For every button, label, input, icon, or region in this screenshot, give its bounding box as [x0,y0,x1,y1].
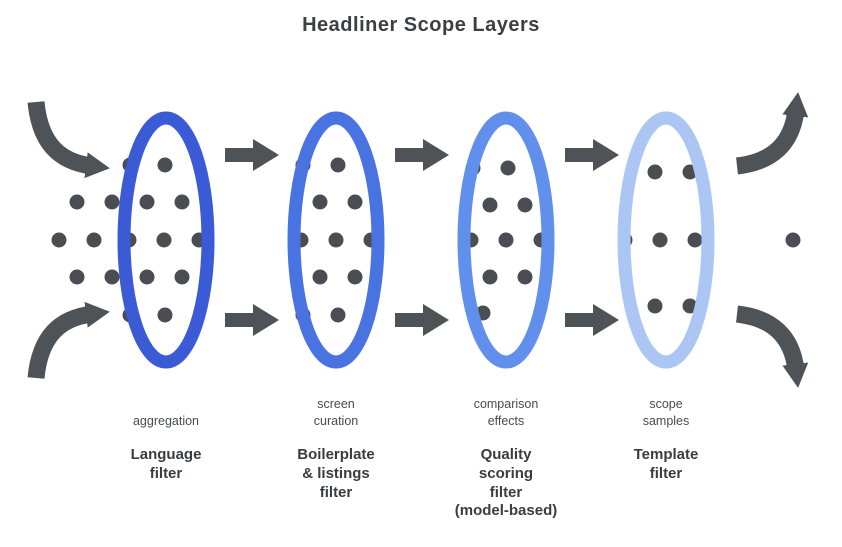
particle-dot [104,269,120,285]
flow-arrows-group [225,139,619,336]
particle-dot [157,157,173,173]
particle-dot [347,194,363,210]
particle-dot [312,269,328,285]
stage-4-caption: scope samples [642,397,690,429]
filter-ring-1 [117,111,215,369]
particle-dot [347,269,363,285]
stage-3-caption: comparison effects [473,397,539,429]
particle-dot [647,298,663,314]
flow-arrow-icon [395,304,449,336]
particle-dot [647,164,663,180]
particle-dot [482,197,498,213]
flow-arrow-icon [565,304,619,336]
filter-rings-group [117,111,715,369]
stage-4-labels: scope samples Template filter [561,396,771,484]
particle-dot [104,194,120,210]
flow-arrow-icon [395,139,449,171]
particle-dot [785,232,801,248]
flow-arrow-icon [225,139,279,171]
outflow-arrows-group [735,92,809,388]
particle-dot [330,157,346,173]
particle-dot [157,307,173,323]
particle-dot [652,232,668,248]
particles-layer [51,157,801,323]
stage-1-labels: aggregation Language filter [61,396,271,484]
stage-1-label: Language filter [130,446,202,482]
particle-dot [687,232,703,248]
particle-dot [69,269,85,285]
diagram-title: Headliner Scope Layers [302,14,540,36]
particle-dot [69,194,85,210]
stage-2-caption: screen curation [313,397,359,429]
stage-4-label: Template filter [633,446,699,482]
particle-dot [517,269,533,285]
flow-arrow-icon [225,304,279,336]
flow-arrow-icon [565,139,619,171]
particle-dot [139,194,155,210]
particle-dot [682,298,698,314]
filter-ring-3 [457,111,555,369]
outflow-top-arrow-icon [735,92,809,175]
particle-dot [328,232,344,248]
particle-dot [498,232,514,248]
stage-3-labels: comparison effects Quality scoring filte… [401,396,611,521]
filter-ring-2 [287,111,385,369]
stage-2-label: Boilerplate & listings filter [297,446,375,501]
filter-ring-4 [617,111,715,369]
particle-dot [174,194,190,210]
particle-dot [500,160,516,176]
particle-dot [174,269,190,285]
particle-dot [51,232,67,248]
stage-3-label: Quality scoring filter (model-based) [454,446,558,520]
outflow-bottom-arrow-icon [735,305,809,388]
particle-dot [312,194,328,210]
particle-dot [482,269,498,285]
particle-dot [139,269,155,285]
particle-dot [330,307,346,323]
inflow-bottom-arrow-icon [27,301,110,380]
particle-dot [517,197,533,213]
particle-dot [86,232,102,248]
particle-dot [156,232,172,248]
stage-1-caption: aggregation [132,414,200,429]
inflow-arrows-group [27,100,110,380]
stage-2-labels: screen curation Boilerplate & listings f… [231,396,441,502]
inflow-top-arrow-icon [27,100,110,179]
